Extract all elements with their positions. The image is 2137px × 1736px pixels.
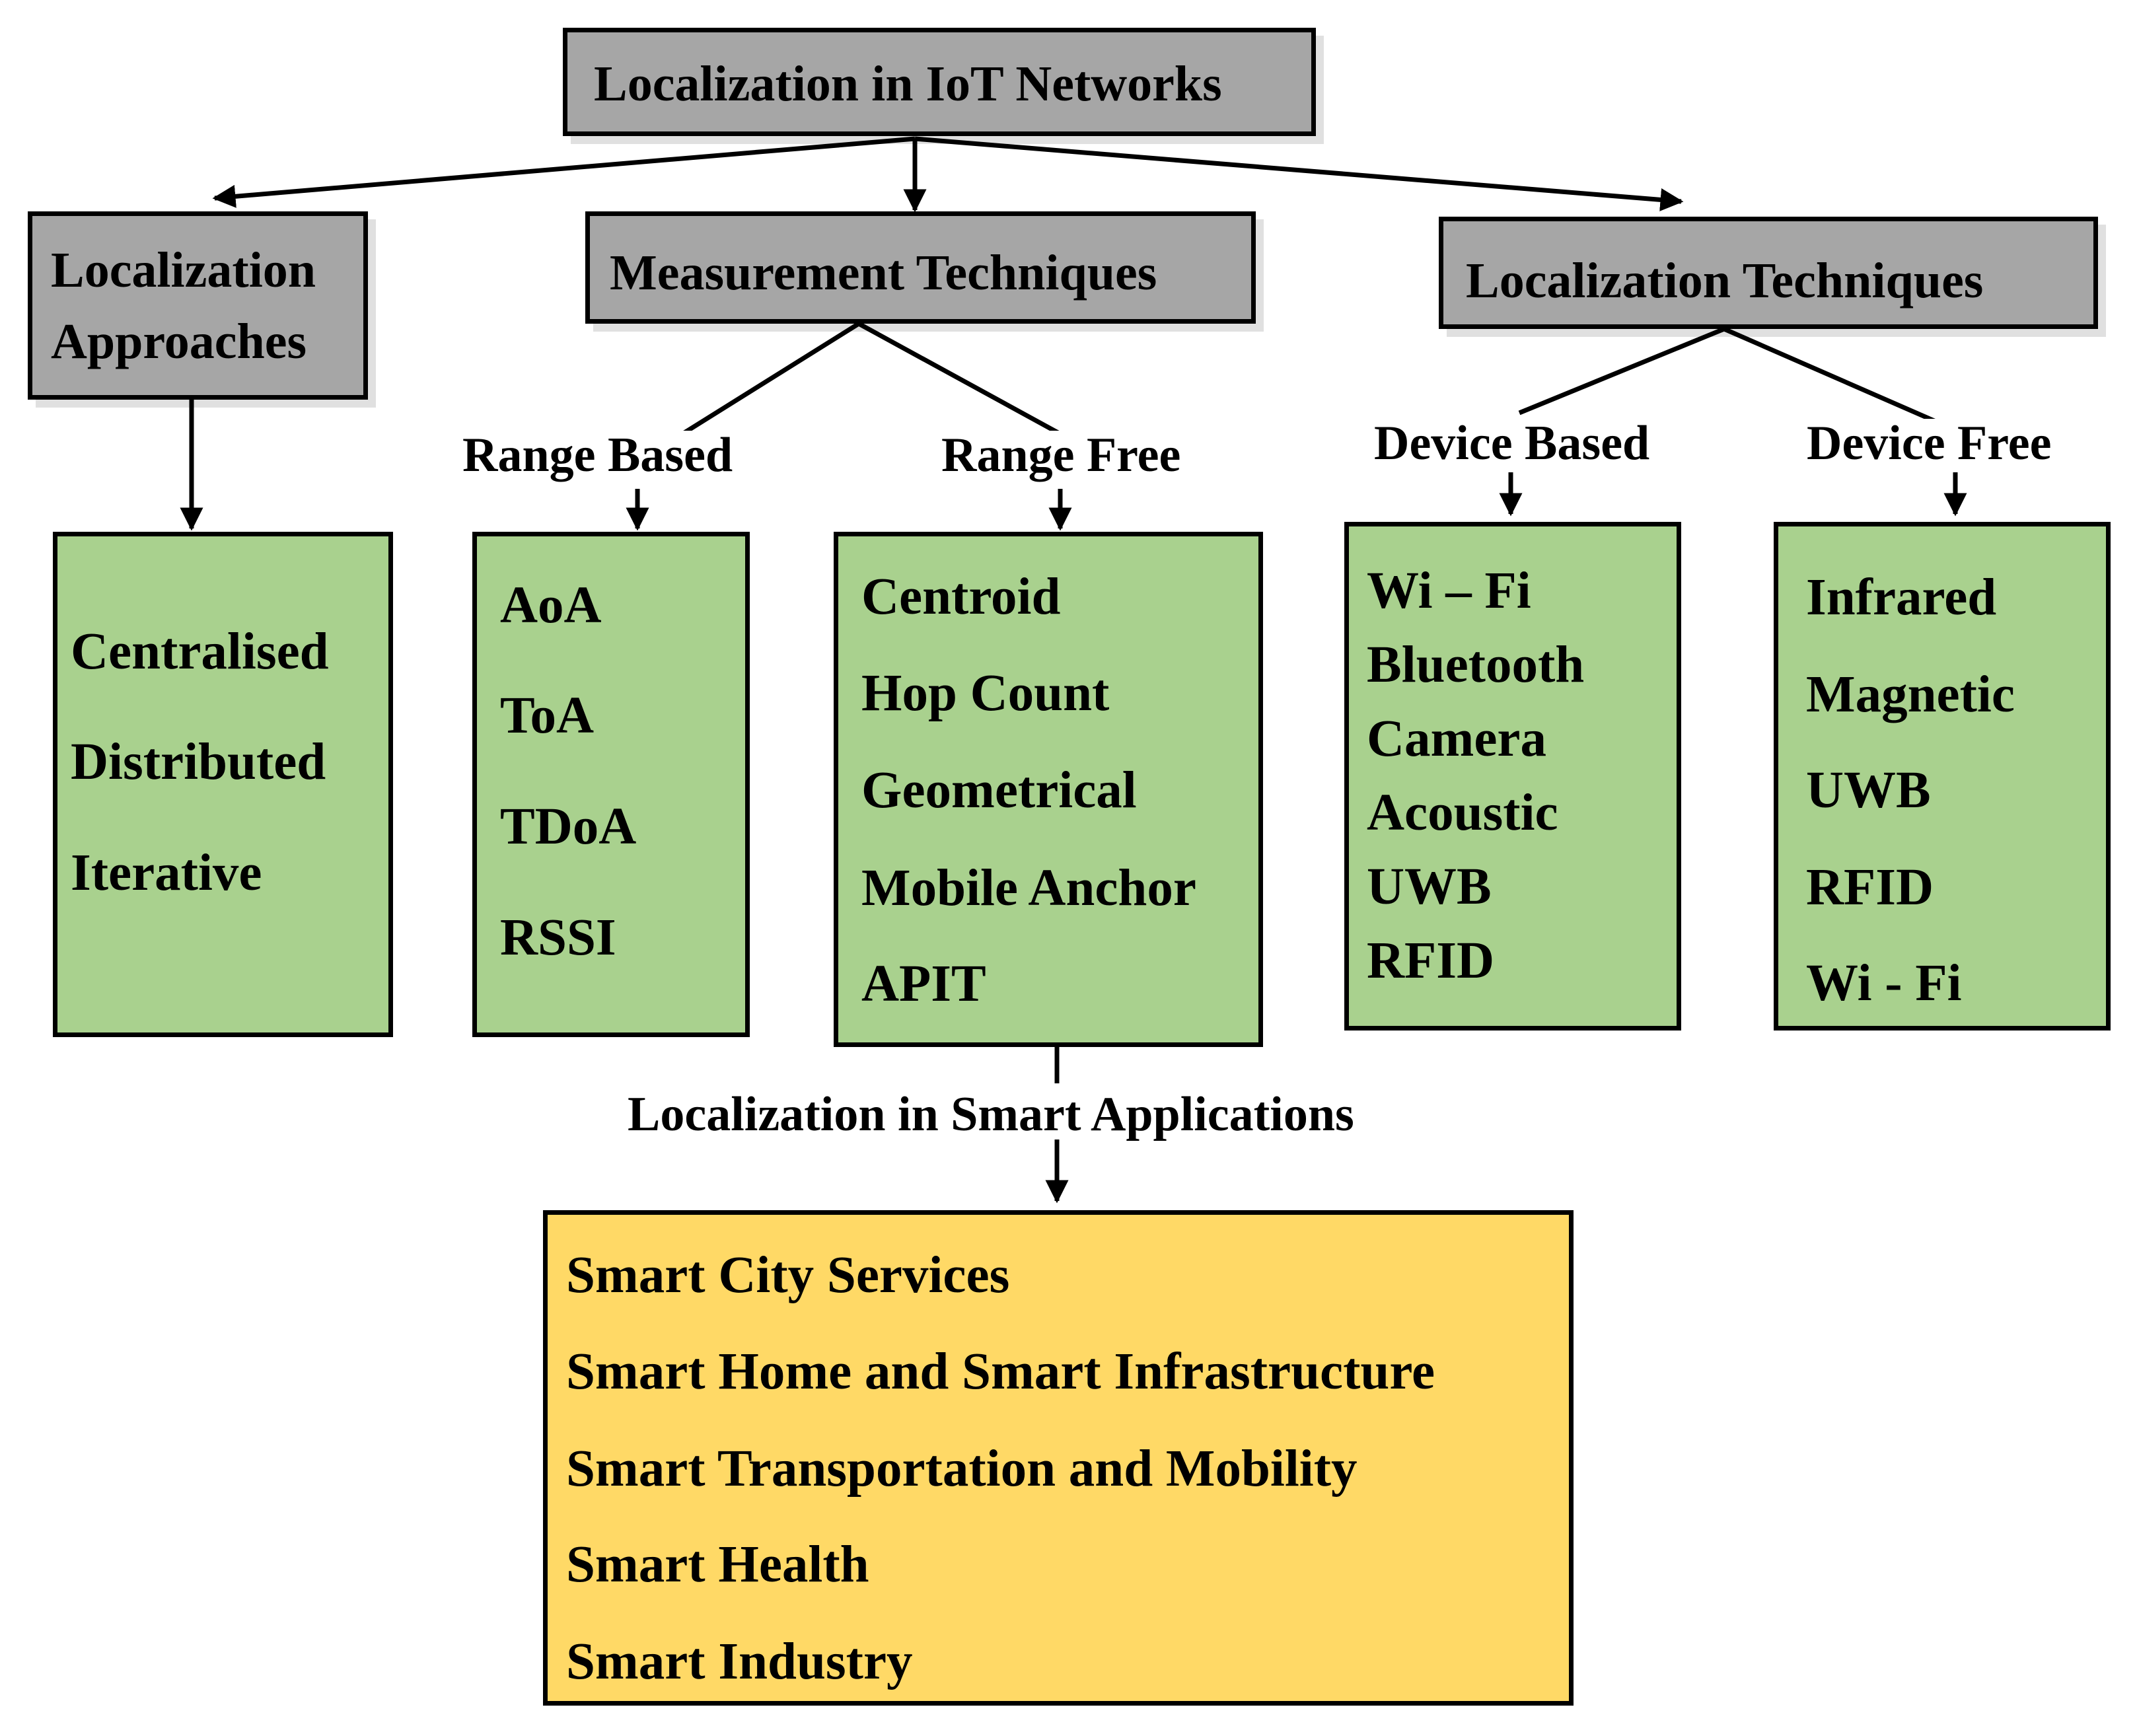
list-item: Smart Industry — [566, 1633, 913, 1690]
device-free-label: Device Free — [1807, 416, 2052, 470]
device-free-list: Infrared Magnetic UWB RFID Wi - Fi — [1774, 522, 2111, 1031]
list-item: Smart Home and Smart Infrastructure — [566, 1343, 1435, 1400]
techniques-title: Localization Techniques — [1466, 253, 1984, 308]
line-techniques-to-device-based — [1518, 326, 1725, 416]
list-item: RFID — [1367, 932, 1495, 990]
list-item: Geometrical — [861, 762, 1137, 819]
list-item: Distributed — [71, 733, 326, 791]
line-techniques-to-device-free — [1723, 326, 1940, 425]
list-item: Smart City Services — [566, 1247, 1010, 1304]
list-item: Iterative — [71, 844, 262, 902]
list-item: AoA — [500, 577, 602, 634]
list-item: Smart Health — [566, 1536, 869, 1593]
root-title: Localization in IoT Networks — [594, 56, 1222, 112]
list-item: RFID — [1806, 859, 1934, 916]
device-based-list: Wi – Fi Bluetooth Camera Acoustic UWB RF… — [1344, 522, 1681, 1031]
approaches-title-line2: Approaches — [51, 314, 307, 369]
list-item: Wi - Fi — [1806, 955, 1962, 1012]
list-item: Centralised — [71, 623, 329, 680]
list-item: Infrared — [1806, 569, 1997, 626]
line-measurement-to-range-free — [857, 321, 1071, 442]
list-item: APIT — [861, 955, 986, 1013]
range-based-label: Range Based — [462, 428, 733, 482]
list-item: Wi – Fi — [1367, 562, 1531, 620]
list-item: UWB — [1367, 858, 1492, 916]
arrow-root-to-approaches — [212, 136, 916, 208]
measurement-node: Measurement Techniques — [585, 211, 1256, 324]
measurement-title: Measurement Techniques — [610, 245, 1157, 301]
device-based-label: Device Based — [1374, 416, 1650, 470]
list-item: Hop Count — [861, 665, 1110, 722]
list-item: RSSI — [500, 909, 616, 966]
list-item: ToA — [500, 687, 594, 744]
range-based-list: AoA ToA TDoA RSSI — [472, 532, 750, 1037]
list-item: Mobile Anchor — [861, 859, 1196, 917]
list-item: Camera — [1367, 710, 1546, 768]
list-item: Bluetooth — [1367, 636, 1585, 694]
arrow-root-to-techniques — [914, 136, 1684, 211]
line-measurement-to-range-based — [672, 322, 860, 441]
applications-label: Localization in Smart Applications — [628, 1087, 1354, 1141]
approaches-title-line1: Localization — [51, 242, 316, 298]
list-item: Magnetic — [1806, 666, 2015, 723]
approaches-node: Localization Approaches — [28, 211, 368, 400]
list-item: UWB — [1806, 762, 1931, 819]
list-item: Smart Transportation and Mobility — [566, 1440, 1358, 1498]
list-item: Acoustic — [1367, 784, 1558, 842]
range-free-list: Centroid Hop Count Geometrical Mobile An… — [834, 532, 1263, 1047]
range-free-label: Range Free — [941, 428, 1181, 482]
root-node: Localization in IoT Networks — [563, 28, 1316, 136]
list-item: TDoA — [500, 798, 637, 855]
list-item: Centroid — [861, 568, 1061, 626]
techniques-node: Localization Techniques — [1439, 217, 2098, 329]
applications-list: Smart City Services Smart Home and Smart… — [543, 1210, 1574, 1706]
approaches-list: Centralised Distributed Iterative — [53, 532, 393, 1037]
